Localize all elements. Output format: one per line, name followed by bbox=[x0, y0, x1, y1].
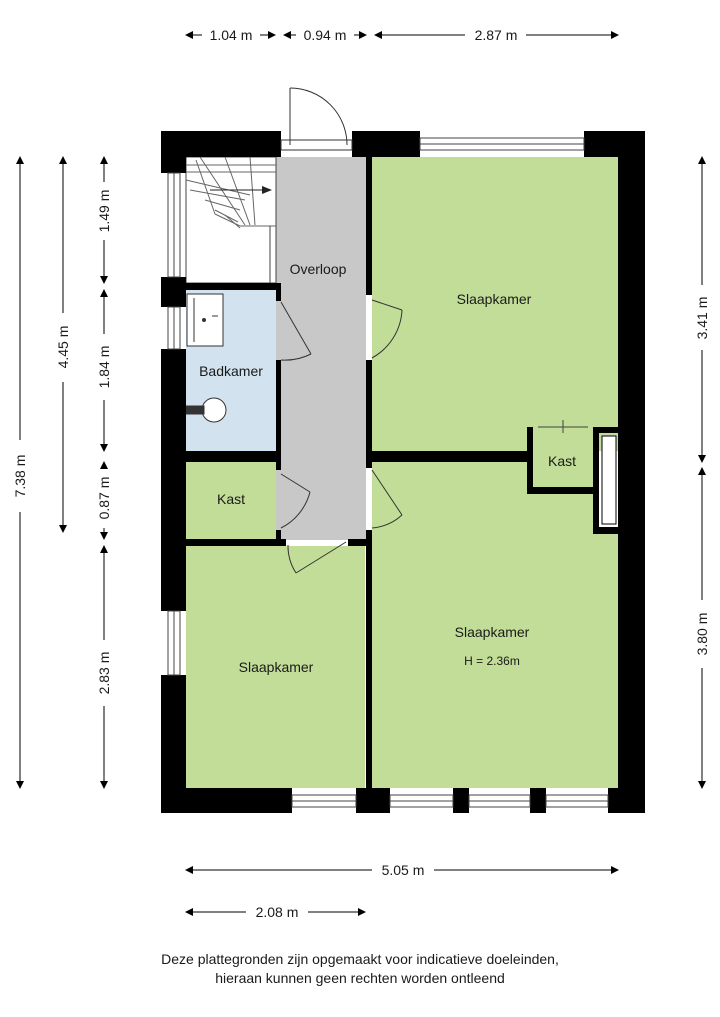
label-kast-right: Kast bbox=[548, 453, 576, 469]
dim-left-seg-1: 1.49 m bbox=[96, 190, 112, 233]
windows bbox=[167, 137, 609, 808]
dim-right-seg-2: 3.80 m bbox=[694, 613, 710, 656]
dim-left-seg-4: 2.83 m bbox=[96, 652, 112, 695]
dim-left-mid: 4.45 m bbox=[55, 326, 71, 369]
doors bbox=[280, 87, 403, 574]
walls bbox=[161, 131, 645, 813]
toilet bbox=[201, 397, 227, 423]
dim-left-seg-3: 0.87 m bbox=[96, 477, 112, 520]
floor-overloop bbox=[276, 157, 366, 540]
label-slaapkamer-left: Slaapkamer bbox=[239, 659, 314, 675]
stairs bbox=[185, 156, 277, 284]
floor-slaapkamer-top bbox=[372, 157, 618, 451]
bath-fixtures bbox=[185, 293, 227, 423]
label-slaapkamer-right-height: H = 2.36m bbox=[464, 654, 520, 668]
shaft bbox=[601, 435, 617, 525]
dimension-lines bbox=[16, 31, 706, 916]
disclaimer-line-2: hieraan kunnen geen rechten worden ontle… bbox=[215, 970, 505, 986]
dim-top-3: 2.87 m bbox=[475, 27, 518, 43]
disclaimer-line-1: Deze plattegronden zijn opgemaakt voor i… bbox=[161, 951, 559, 967]
label-slaapkamer-right: Slaapkamer bbox=[455, 624, 530, 640]
dim-left-total: 7.38 m bbox=[12, 455, 28, 498]
label-overloop: Overloop bbox=[290, 261, 347, 277]
label-slaapkamer-top: Slaapkamer bbox=[457, 291, 532, 307]
dim-right-seg-1: 3.41 m bbox=[694, 297, 710, 340]
label-kast-left: Kast bbox=[217, 491, 245, 507]
dim-top-2: 0.94 m bbox=[304, 27, 347, 43]
floor-slaapkamer-right bbox=[372, 462, 618, 788]
floor-kast-right bbox=[533, 433, 593, 487]
dim-left-seg-2: 1.84 m bbox=[96, 346, 112, 389]
label-badkamer: Badkamer bbox=[199, 363, 263, 379]
dim-bottom-left: 2.08 m bbox=[256, 904, 299, 920]
dim-top-1: 1.04 m bbox=[210, 27, 253, 43]
washbasin bbox=[186, 293, 224, 347]
floor-slaapkamer-left bbox=[186, 546, 365, 788]
dim-bottom-total: 5.05 m bbox=[382, 862, 425, 878]
floor-kast-left bbox=[186, 462, 276, 539]
